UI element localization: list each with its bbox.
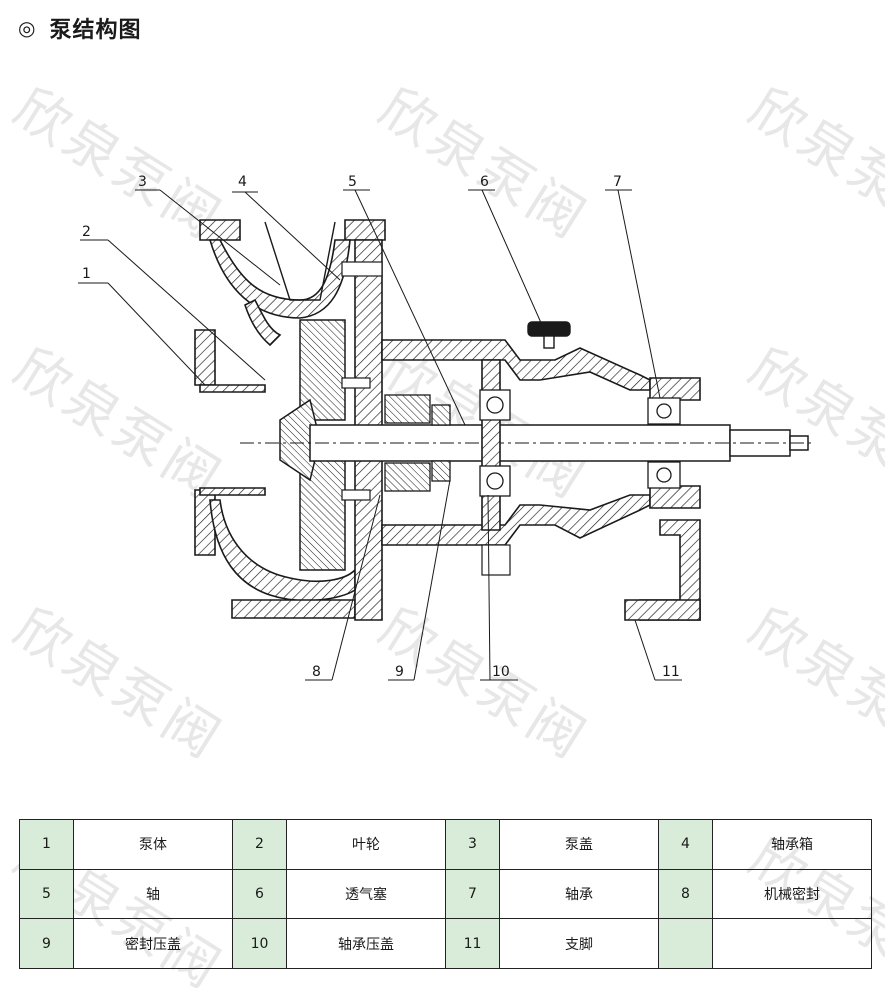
- part-name-cell: 轴承箱: [712, 819, 872, 870]
- callout-7: 7: [613, 174, 622, 190]
- breather-plug: [527, 321, 571, 349]
- part-name-cell: [712, 918, 872, 969]
- callout-4: 4: [238, 174, 247, 190]
- part-name-cell: 机械密封: [712, 868, 872, 920]
- part-name-cell: 透气塞: [286, 868, 446, 920]
- callout-1: 1: [82, 266, 91, 282]
- bearings: [479, 389, 681, 497]
- bolts: [341, 261, 511, 576]
- part-number-cell: 3: [445, 819, 500, 870]
- circle-mark-icon: ◎: [18, 16, 36, 40]
- part-name-cell: 泵体: [73, 819, 233, 870]
- part-number-cell: 11: [445, 918, 500, 969]
- part-number-cell: 10: [232, 918, 287, 969]
- part-number-cell: [658, 918, 713, 969]
- support-foot: [624, 519, 701, 621]
- part-number-cell: 4: [658, 819, 713, 870]
- part-name-cell: 轴: [73, 868, 233, 920]
- part-number-cell: 2: [232, 819, 287, 870]
- callout-8: 8: [312, 664, 321, 680]
- section-header: ◎ 泵结构图: [18, 12, 141, 44]
- part-name-cell: 支脚: [499, 918, 659, 969]
- part-name-cell: 叶轮: [286, 819, 446, 870]
- part-number-cell: 5: [19, 868, 74, 920]
- pump-cross-section-drawing: 1 2 3 4 5 6 7 8 9 10 11: [78, 174, 815, 681]
- callout-11: 11: [662, 664, 680, 680]
- part-number-cell: 8: [658, 868, 713, 920]
- mechanical-seal: [384, 394, 451, 492]
- callout-3: 3: [138, 174, 147, 190]
- part-name-cell: 密封压盖: [73, 918, 233, 969]
- part-number-cell: 6: [232, 868, 287, 920]
- leader-lines: [78, 189, 682, 681]
- callout-5: 5: [348, 174, 357, 190]
- part-number-cell: 9: [19, 918, 74, 969]
- pump-body: [194, 219, 386, 621]
- part-number-cell: 7: [445, 868, 500, 920]
- part-name-cell: 轴承压盖: [286, 918, 446, 969]
- section-title: 泵结构图: [49, 18, 142, 43]
- shaft: [240, 424, 815, 462]
- callout-6: 6: [480, 174, 489, 190]
- part-name-cell: 泵盖: [499, 819, 659, 870]
- part-name-cell: 轴承: [499, 868, 659, 920]
- callout-2: 2: [82, 224, 91, 240]
- callout-10: 10: [492, 664, 510, 680]
- callout-9: 9: [395, 664, 404, 680]
- part-number-cell: 1: [19, 819, 74, 870]
